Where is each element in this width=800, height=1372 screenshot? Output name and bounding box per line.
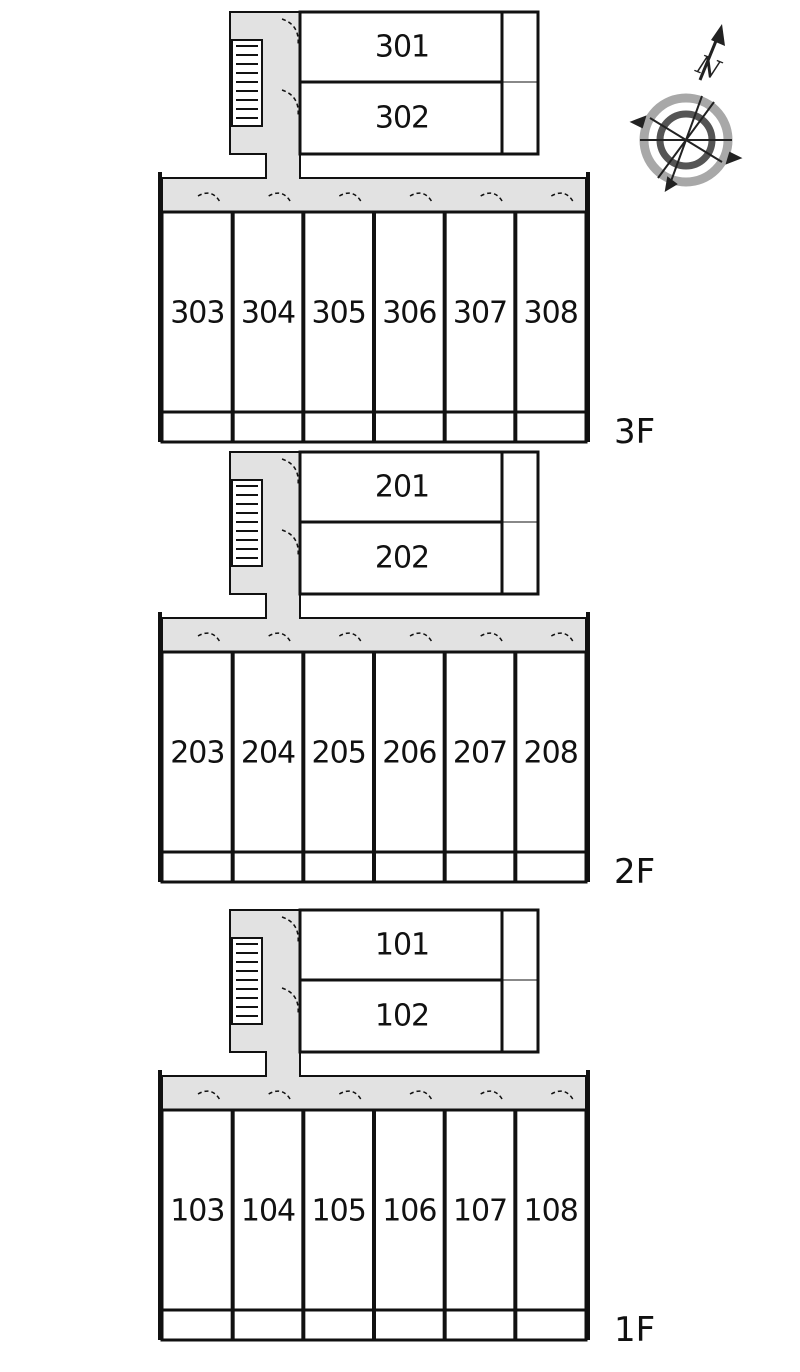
compass: N bbox=[629, 24, 743, 192]
door-swing-icon bbox=[480, 192, 504, 203]
door-swing-icon bbox=[409, 632, 433, 643]
room-number-305: 305 bbox=[312, 296, 366, 331]
door-swing-icon bbox=[480, 632, 504, 643]
staircase-icon bbox=[231, 937, 263, 1025]
room-number-207: 207 bbox=[453, 736, 507, 771]
door-swing-icon bbox=[338, 632, 362, 643]
door-swing-icon bbox=[550, 1090, 574, 1101]
door-swing-icon bbox=[281, 916, 299, 944]
floor-2F: 201 202 203 204 205 206 207 208 2F bbox=[158, 450, 655, 892]
room-number-102: 102 bbox=[375, 999, 429, 1034]
staircase-icon bbox=[231, 39, 263, 127]
door-swing-icon bbox=[197, 632, 221, 643]
room-number-307: 307 bbox=[453, 296, 507, 331]
room-number-301: 301 bbox=[375, 30, 429, 65]
room-number-103: 103 bbox=[170, 1194, 224, 1229]
room-number-108: 108 bbox=[524, 1194, 578, 1229]
door-swing-icon bbox=[197, 1090, 221, 1101]
door-swing-icon bbox=[338, 192, 362, 203]
room-number-201: 201 bbox=[375, 470, 429, 505]
room-number-204: 204 bbox=[241, 736, 295, 771]
room-number-202: 202 bbox=[375, 541, 429, 576]
door-swing-icon bbox=[281, 529, 299, 557]
door-swing-icon bbox=[550, 632, 574, 643]
room-number-303: 303 bbox=[170, 296, 224, 331]
room-number-105: 105 bbox=[312, 1194, 366, 1229]
door-swing-icon bbox=[480, 1090, 504, 1101]
door-swing-icon bbox=[268, 1090, 292, 1101]
door-swing-icon bbox=[281, 987, 299, 1015]
room-number-306: 306 bbox=[382, 296, 436, 331]
north-arrow-icon bbox=[698, 24, 725, 81]
door-swing-icon bbox=[409, 192, 433, 203]
floor-3F: 301 302 303 304 305 306 307 308 3F bbox=[158, 10, 655, 452]
room-number-308: 308 bbox=[524, 296, 578, 331]
floor-label-1F: 1F bbox=[614, 1310, 655, 1350]
door-swing-icon bbox=[281, 18, 299, 46]
room-number-208: 208 bbox=[524, 736, 578, 771]
door-swing-icon bbox=[550, 192, 574, 203]
door-swing-icon bbox=[268, 192, 292, 203]
floor-1F: 101 102 103 104 105 106 107 108 1F bbox=[158, 908, 655, 1350]
door-swing-icon bbox=[338, 1090, 362, 1101]
staircase-icon bbox=[231, 479, 263, 567]
door-swing-icon bbox=[281, 458, 299, 486]
room-number-106: 106 bbox=[382, 1194, 436, 1229]
room-number-104: 104 bbox=[241, 1194, 295, 1229]
door-swing-icon bbox=[197, 192, 221, 203]
room-number-203: 203 bbox=[170, 736, 224, 771]
door-swing-icon bbox=[409, 1090, 433, 1101]
door-swing-icon bbox=[268, 632, 292, 643]
compass-north-label: N bbox=[691, 49, 725, 86]
room-number-107: 107 bbox=[453, 1194, 507, 1229]
room-number-205: 205 bbox=[312, 736, 366, 771]
floor-label-3F: 3F bbox=[614, 412, 655, 452]
compass-needles bbox=[629, 95, 743, 192]
room-number-304: 304 bbox=[241, 296, 295, 331]
door-swing-icon bbox=[281, 89, 299, 117]
floor-label-2F: 2F bbox=[614, 852, 655, 892]
room-number-302: 302 bbox=[375, 101, 429, 136]
room-number-206: 206 bbox=[382, 736, 436, 771]
room-number-101: 101 bbox=[375, 928, 429, 963]
